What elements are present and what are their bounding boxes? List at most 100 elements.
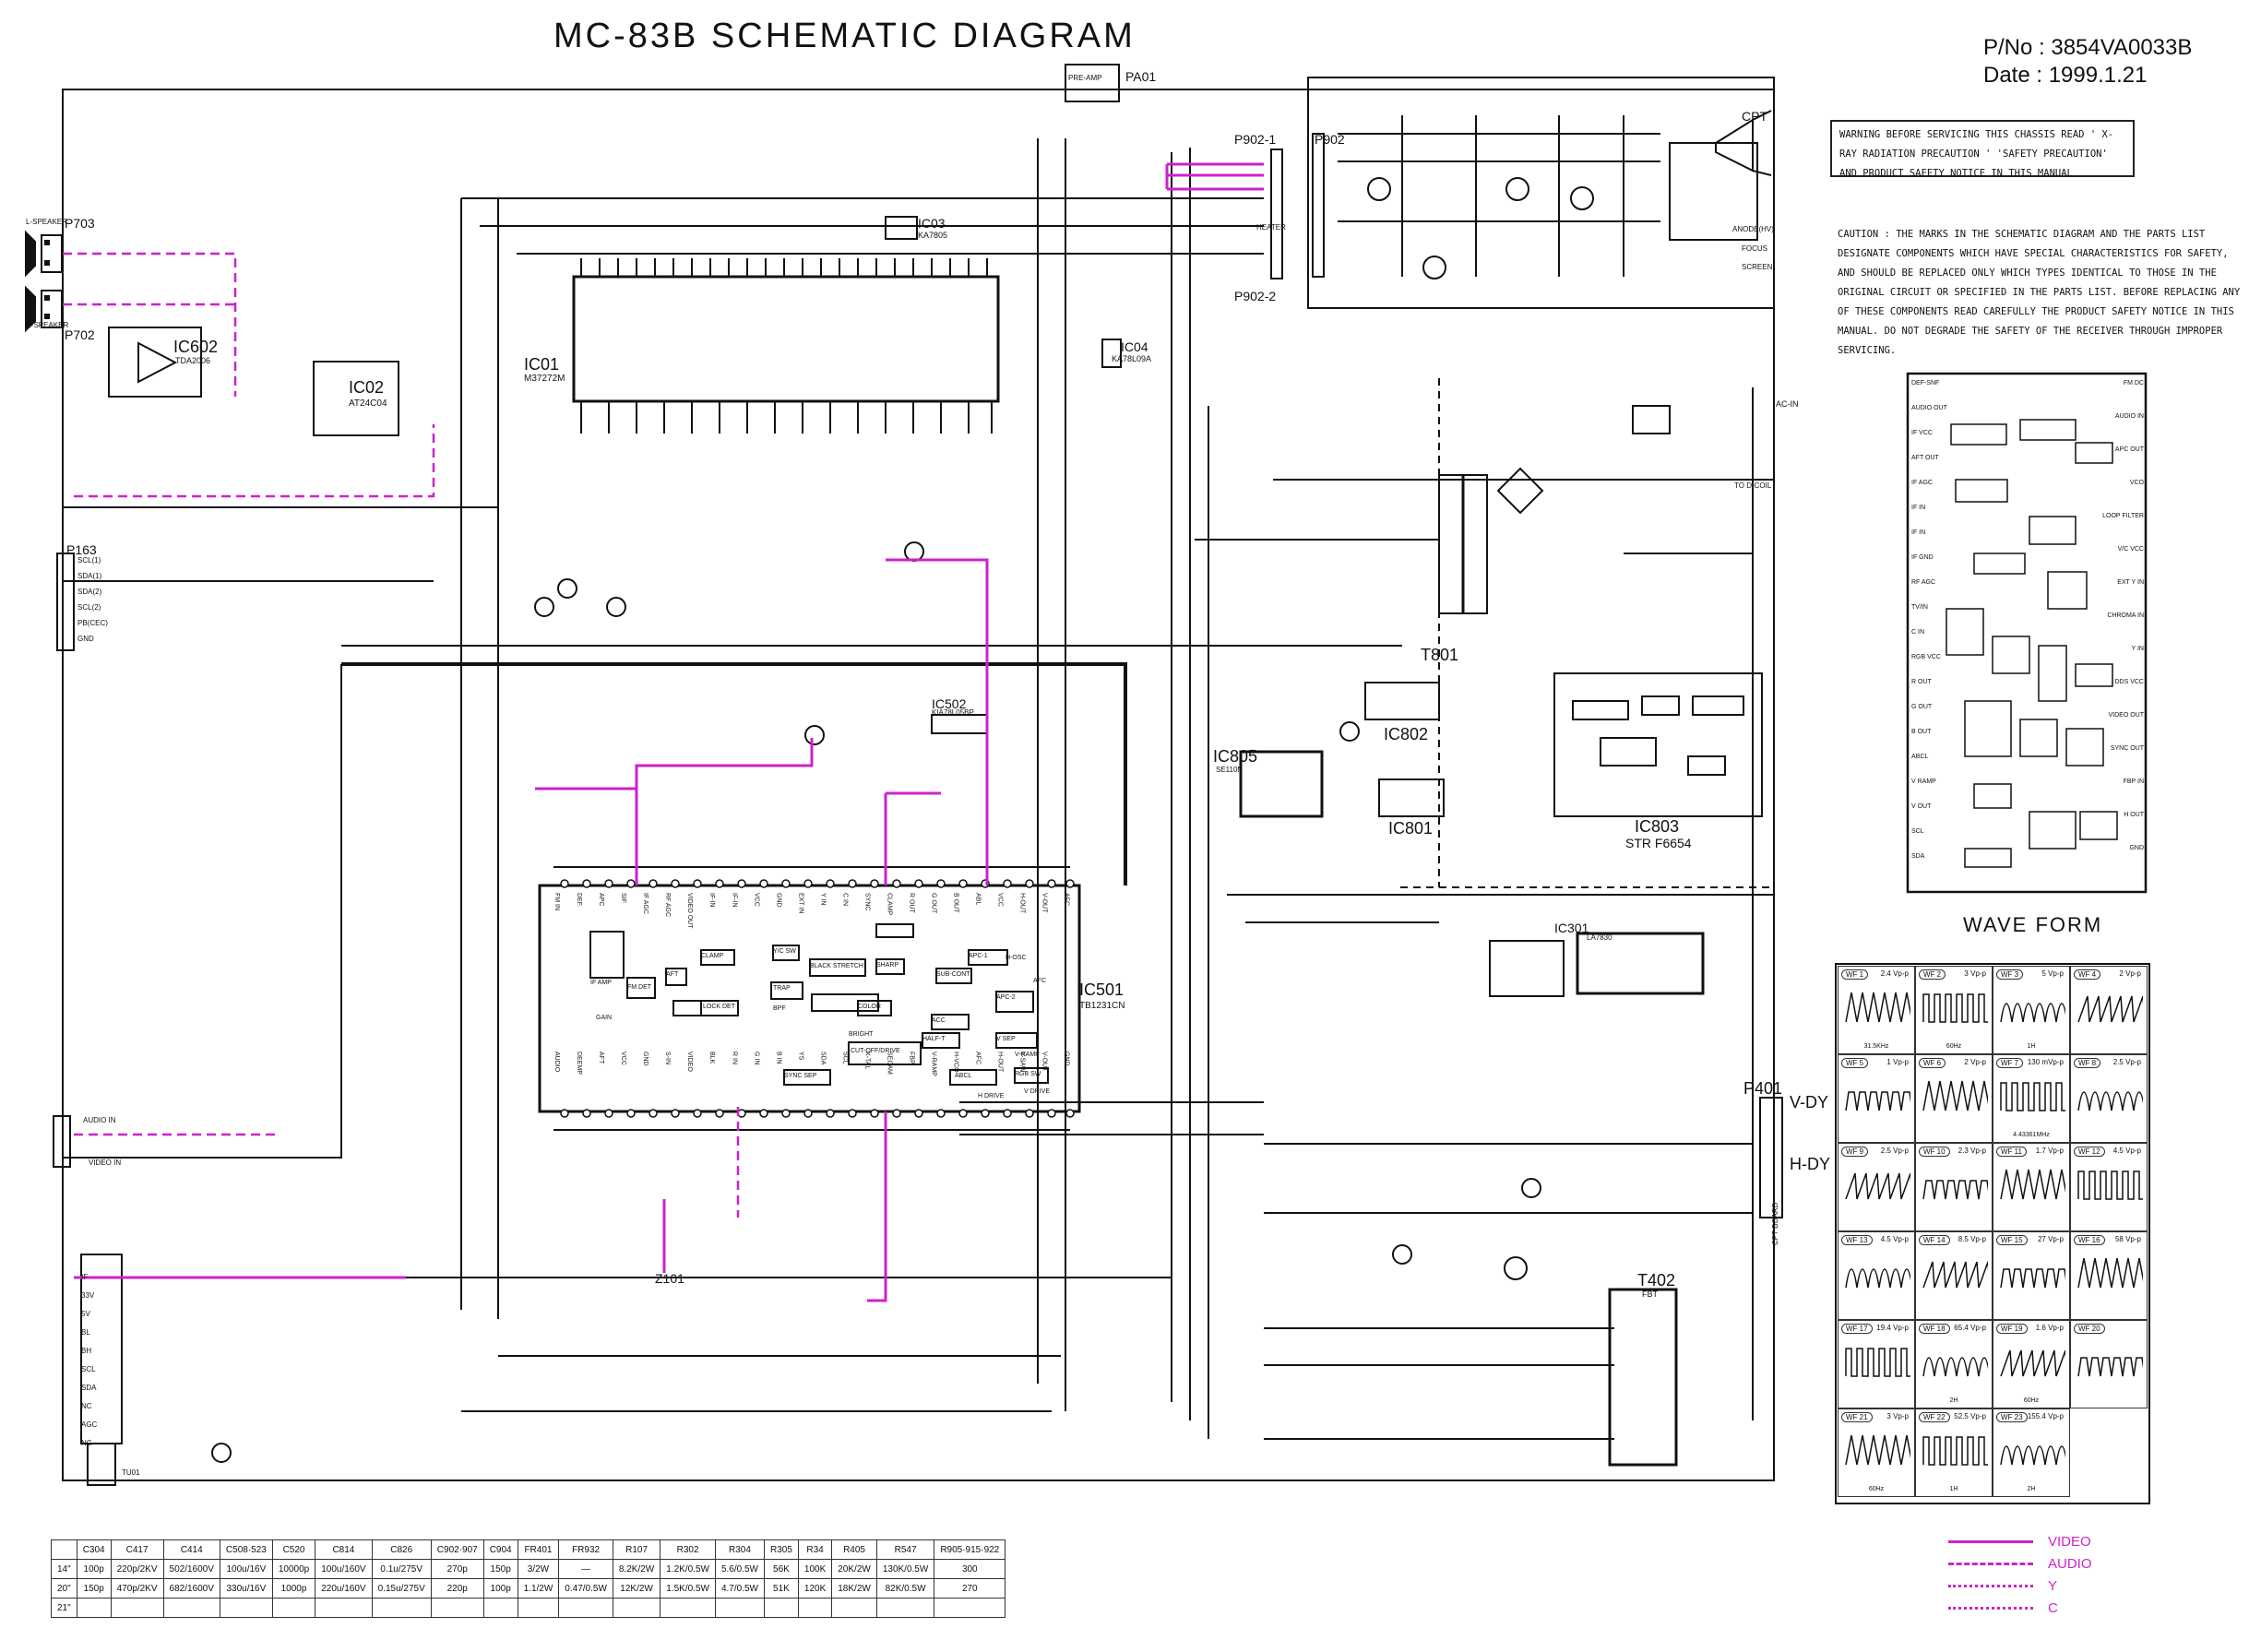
block-pin: ABCL	[1911, 754, 1929, 760]
block-pin: DEF-SNF	[1911, 380, 1940, 386]
table-cell: 14"	[51, 1559, 77, 1579]
ic501-pin: H-OUT	[1018, 893, 1026, 914]
ic501-pin: H-VCO	[952, 1052, 959, 1073]
pa01-label: PA01	[1125, 69, 1157, 84]
anode-label: ANODE(HV)	[1732, 225, 1774, 233]
ic301-part: LA7830	[1587, 933, 1612, 942]
block-pin: AUDIO OUT	[1911, 405, 1947, 411]
legend-y: Y	[1948, 1575, 2057, 1596]
wave-form-amplitude: 3 Vp-p	[1886, 1412, 1909, 1420]
ic501-block: AFC	[1033, 978, 1046, 984]
wave-form-trace	[2077, 1091, 2143, 1111]
wave-form-tag: WF 13	[1841, 1235, 1873, 1245]
ic501-pin: DEEMP	[576, 1052, 583, 1075]
table-cell: 1.1/2W	[517, 1578, 560, 1599]
p163-pin: SDA(2)	[77, 588, 102, 596]
table-cell: 100p	[482, 1578, 518, 1599]
ic501-pin: SYNC	[863, 893, 871, 911]
wave-form-cell: WF 8 2.5 Vp-p	[2070, 1054, 2148, 1143]
table-cell	[875, 1598, 935, 1618]
block-pin: IF GND	[1911, 554, 1934, 561]
p902-label: P902	[1315, 132, 1345, 147]
ic501-pin: G OUT	[930, 893, 937, 914]
wave-form-amplitude: 2.5 Vp-p	[2112, 1058, 2141, 1066]
table-cell	[110, 1598, 164, 1618]
legend-c-swatch	[1948, 1606, 2033, 1610]
ic802-label: IC802	[1384, 725, 1429, 743]
table-header-cell: C520	[271, 1539, 316, 1560]
wave-form-trace	[2000, 1003, 2065, 1023]
wave-form-trace	[1922, 1357, 1988, 1377]
table-cell: 330u/16V	[219, 1578, 273, 1599]
table-cell	[371, 1598, 432, 1618]
block-pin: G OUT	[1911, 704, 1933, 710]
ic03-part: KA7805	[918, 231, 948, 240]
wave-form-tag: WF 8	[2074, 1058, 2101, 1068]
legend-video-label: VIDEO	[2048, 1533, 2091, 1550]
table-cell: 100K	[797, 1559, 833, 1579]
wave-form-trace	[1922, 1436, 1988, 1466]
focus-label: FOCUS	[1742, 244, 1767, 253]
wave-form-note: 2H	[2027, 1486, 2036, 1492]
block-pin: SCL	[1911, 828, 1924, 835]
table-cell: 150p	[76, 1578, 112, 1599]
table-cell: 300	[934, 1559, 1006, 1579]
cpt-label: CPT	[1742, 109, 1767, 124]
table-cell: 502/1600V	[162, 1559, 220, 1579]
table-cell: 56K	[763, 1559, 799, 1579]
ic501-block: LOCK DET	[703, 1004, 736, 1010]
block-pin: R OUT	[1911, 679, 1932, 685]
ic501-pin: R OUT	[908, 893, 915, 913]
ic801-label: IC801	[1388, 819, 1434, 838]
wave-form-tag: WF 14	[1919, 1235, 1950, 1245]
to-dcoil-label: TO D-COIL	[1734, 481, 1772, 490]
ic501-block: V-RAMP	[1015, 1052, 1040, 1058]
legend-y-label: Y	[2048, 1577, 2058, 1594]
screen-label: SCREEN	[1742, 263, 1773, 271]
table-header-cell: R304	[714, 1539, 765, 1560]
wave-form-trace	[1845, 1172, 1910, 1200]
block-pin: SDA	[1911, 853, 1925, 860]
block-pin: DDS VCC	[2114, 679, 2144, 685]
wave-form-trace	[1845, 1434, 1910, 1466]
ic501-pin: BLK	[708, 1052, 716, 1064]
ic501-block: SYNC SEP	[784, 1073, 817, 1079]
table-header-cell: C826	[371, 1539, 432, 1560]
table-cell: 220p/2KV	[110, 1559, 164, 1579]
ic501-pin: V-OUT	[1041, 893, 1048, 913]
block-diagram-left-pins: DEF-SNF AUDIO OUT IF VCC AFT OUT IF AGC …	[1911, 380, 1983, 878]
ic501-block: SHARP	[876, 962, 899, 969]
ic501-block: GAIN	[596, 1015, 613, 1021]
wave-form-tag: WF 18	[1919, 1324, 1950, 1334]
tuner-pin-list: IF 33V 5V BL BH SCL SDA NC AGC NC	[81, 1273, 97, 1457]
table-cell: 270	[934, 1578, 1006, 1599]
ic501-block: BPF	[773, 1005, 786, 1012]
ic01-part: M37272M	[524, 374, 565, 384]
ic502-part: KIA78L05BP	[932, 708, 974, 717]
wave-form-amplitude: 8.5 Vp-p	[1958, 1235, 1986, 1243]
wave-form-tag: WF 20	[2074, 1324, 2105, 1334]
table-cell	[763, 1598, 799, 1618]
ic501-block: APC-2	[996, 994, 1016, 1001]
table-cell: 4.7/0.5W	[714, 1578, 765, 1599]
legend-audio-swatch	[1948, 1562, 2033, 1565]
table-cell: 470p/2KV	[110, 1578, 164, 1599]
wave-form-tag: WF 10	[1919, 1147, 1950, 1157]
ic501-bottom-pins: AUDIO DEEMP AFT VCC GND S-IN VIDEO BLK R…	[553, 1052, 1070, 1076]
wave-form-amplitude: 5 Vp-p	[2041, 969, 2064, 978]
wave-form-amplitude: 19.4 Vp-p	[1876, 1324, 1909, 1332]
table-header-cell: R107	[612, 1539, 661, 1560]
heater-label: HEATER	[1256, 223, 1286, 232]
r-speaker-label: R-SPEAKER	[26, 321, 69, 329]
wave-form-tag: WF 16	[2074, 1235, 2105, 1245]
table-cell	[558, 1598, 613, 1618]
wave-form-tag: WF 23	[1996, 1412, 2028, 1422]
ic501-pin: VIDEO OUT	[686, 893, 694, 929]
